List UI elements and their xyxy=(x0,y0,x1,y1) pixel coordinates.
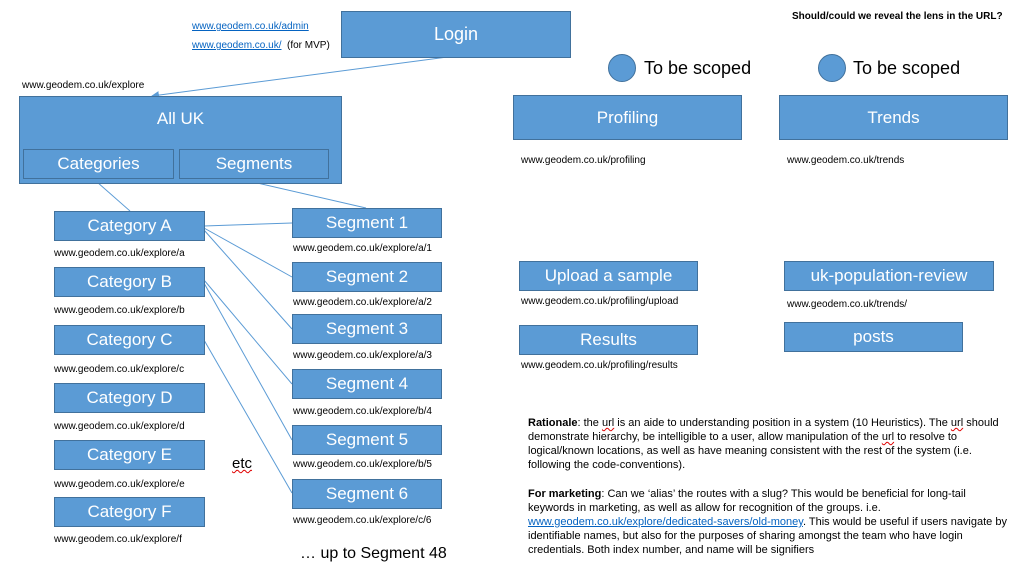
up-to-note: … up to Segment 48 xyxy=(300,545,447,562)
admin-url-link[interactable]: www.geodem.co.uk/admin xyxy=(192,21,309,32)
categories-to-cat-a-line xyxy=(96,181,131,212)
marketing-paragraph: For marketing: Can we ‘alias’ the routes… xyxy=(528,488,1007,556)
segments-box[interactable]: Segments xyxy=(179,149,329,179)
rationale-heading: Rationale xyxy=(528,417,578,429)
segment-6-box[interactable]: Segment 6 xyxy=(292,479,442,509)
segment-3-url: www.geodem.co.uk/explore/a/3 xyxy=(293,350,432,361)
explore-url: www.geodem.co.uk/explore xyxy=(22,80,145,91)
segment-6-url: www.geodem.co.uk/explore/c/6 xyxy=(293,515,432,526)
category-b-url: www.geodem.co.uk/explore/b xyxy=(54,305,185,316)
segments-to-seg-1-line xyxy=(252,181,367,209)
login-box[interactable]: Login xyxy=(341,11,571,58)
cat-a-to-seg-3-line xyxy=(203,229,293,330)
segment-2-box[interactable]: Segment 2 xyxy=(292,262,442,292)
profiling-url: www.geodem.co.uk/profiling xyxy=(521,155,646,166)
all-uk-label: All UK xyxy=(156,109,205,128)
posts-box[interactable]: posts xyxy=(784,322,963,352)
segment-2-url: www.geodem.co.uk/explore/a/2 xyxy=(293,297,432,308)
scoped-label: To be scoped xyxy=(644,58,752,78)
segment-1-url: www.geodem.co.uk/explore/a/1 xyxy=(293,243,432,254)
profiling-box[interactable]: Profiling xyxy=(513,95,742,140)
category-f-url: www.geodem.co.uk/explore/f xyxy=(54,534,182,545)
category-c-box[interactable]: Category C xyxy=(54,325,205,355)
category-a-box[interactable]: Category A xyxy=(54,211,205,241)
segment-4-box[interactable]: Segment 4 xyxy=(292,369,442,399)
upload-sample-box[interactable]: Upload a sample xyxy=(519,261,698,291)
scoped-marker-circle xyxy=(818,54,846,82)
segment-5-box[interactable]: Segment 5 xyxy=(292,425,442,455)
cat-a-to-seg-2-line xyxy=(203,227,293,278)
segment-1-box[interactable]: Segment 1 xyxy=(292,208,442,238)
slug-example-link[interactable]: www.geodem.co.uk/explore/dedicated-saver… xyxy=(528,516,803,528)
mvp-note: (for MVP) xyxy=(287,40,330,51)
category-c-url: www.geodem.co.uk/explore/c xyxy=(54,364,185,375)
trends-box[interactable]: Trends xyxy=(779,95,1008,140)
segment-5-url: www.geodem.co.uk/explore/b/5 xyxy=(293,459,432,470)
segment-4-url: www.geodem.co.uk/explore/b/4 xyxy=(293,406,432,417)
category-d-url: www.geodem.co.uk/explore/d xyxy=(54,421,185,432)
cat-a-to-seg-1-line xyxy=(203,222,293,227)
scoped-marker-circle xyxy=(608,54,636,82)
cat-b-to-seg-5-line xyxy=(203,282,293,441)
question-note: Should/could we reveal the lens in the U… xyxy=(792,11,1003,22)
category-d-box[interactable]: Category D xyxy=(54,383,205,413)
etc-note: etc xyxy=(232,455,253,472)
scoped-label: To be scoped xyxy=(853,58,961,78)
category-e-box[interactable]: Category E xyxy=(54,440,205,470)
population-review-url: www.geodem.co.uk/trends/ xyxy=(787,299,908,310)
category-a-url: www.geodem.co.uk/explore/a xyxy=(54,248,185,259)
login-to-alluk-arrow xyxy=(151,55,456,100)
results-url: www.geodem.co.uk/profiling/results xyxy=(521,360,678,371)
category-f-box[interactable]: Category F xyxy=(54,497,205,527)
rationale-paragraph: Rationale: the url is an aide to underst… xyxy=(528,417,999,471)
population-review-box[interactable]: uk-population-review xyxy=(784,261,994,291)
upload-url: www.geodem.co.uk/profiling/upload xyxy=(521,296,679,307)
categories-box[interactable]: Categories xyxy=(23,149,174,179)
results-box[interactable]: Results xyxy=(519,325,698,355)
mvp-url-link[interactable]: www.geodem.co.uk/ xyxy=(192,40,282,51)
trends-url: www.geodem.co.uk/trends xyxy=(787,155,905,166)
cat-b-to-seg-4-line xyxy=(203,279,293,385)
marketing-heading: For marketing xyxy=(528,488,602,500)
cat-c-to-seg-6-line xyxy=(203,339,293,494)
category-e-url: www.geodem.co.uk/explore/e xyxy=(54,479,185,490)
segment-3-box[interactable]: Segment 3 xyxy=(292,314,442,344)
category-b-box[interactable]: Category B xyxy=(54,267,205,297)
